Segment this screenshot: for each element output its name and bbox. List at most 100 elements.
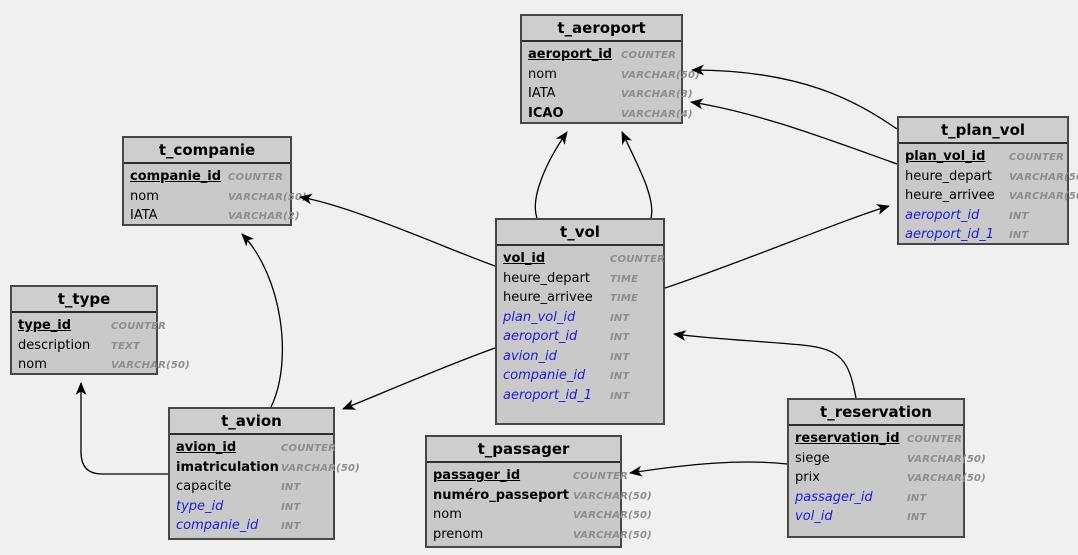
field-type: INT bbox=[907, 512, 927, 523]
relationship-t_vol-to-t_avion[interactable] bbox=[341, 347, 496, 410]
table-title-t_vol[interactable]: t_vol bbox=[497, 220, 663, 246]
field-list: plan_vol_idCOUNTERheure_departVARCHAR(50… bbox=[899, 144, 1078, 247]
field-row-vol_id[interactable]: vol_id COUNTER bbox=[503, 251, 666, 271]
field-name: vol_id bbox=[503, 251, 546, 266]
field-name: heure_depart bbox=[905, 168, 992, 184]
field-name: heure_depart bbox=[503, 270, 590, 286]
field-type: VARCHAR(50) bbox=[907, 473, 986, 484]
field-name: description bbox=[18, 337, 91, 353]
field-name: aeroport_id bbox=[528, 47, 613, 62]
field-name: companie_id bbox=[176, 518, 259, 533]
relationship-t_reservation-to-t_vol[interactable] bbox=[672, 330, 857, 399]
relationship-t_plan_vol-to-t_aeroport[interactable] bbox=[690, 64, 898, 130]
field-name: companie_id bbox=[503, 368, 586, 383]
field-name: heure_arrivee bbox=[503, 290, 593, 305]
relationship-t_reservation-to-t_passager[interactable] bbox=[628, 461, 788, 477]
field-name: imatriculation bbox=[176, 459, 279, 475]
table-title-t_passager[interactable]: t_passager bbox=[427, 437, 620, 463]
table-title-t_avion[interactable]: t_avion bbox=[170, 409, 333, 435]
field-type: COUNTER bbox=[610, 254, 666, 265]
field-type: INT bbox=[610, 332, 630, 343]
field-name: aeroport_id bbox=[503, 329, 578, 344]
field-type: INT bbox=[907, 492, 927, 504]
field-type: COUNTER bbox=[907, 434, 963, 445]
field-type: VARCHAR(50) bbox=[621, 69, 700, 81]
table-title-t_type[interactable]: t_type bbox=[12, 287, 156, 313]
table-title-t_plan_vol[interactable]: t_plan_vol bbox=[899, 118, 1067, 144]
relationship-t_avion-to-t_type[interactable] bbox=[75, 381, 168, 475]
table-title-t_reservation[interactable]: t_reservation bbox=[789, 400, 963, 426]
field-type: INT bbox=[610, 312, 630, 324]
field-name: type_id bbox=[176, 498, 224, 514]
field-row-aeroport_id[interactable]: aeroport_id INT bbox=[503, 329, 663, 349]
relationship-t_vol-to-t_plan_vol[interactable] bbox=[664, 204, 891, 289]
table-title-t_companie[interactable]: t_companie bbox=[124, 138, 290, 164]
field-row-nom[interactable]: nom VARCHAR(50) bbox=[528, 66, 700, 87]
field-name: type_id bbox=[18, 318, 72, 333]
relationship-t_avion-to-t_companie[interactable] bbox=[241, 233, 284, 408]
field-type: VARCHAR(50) bbox=[907, 453, 986, 465]
relationship-t_plan_vol-to-t_aeroport[interactable] bbox=[689, 98, 898, 165]
field-type: VARCHAR(50) bbox=[573, 529, 652, 541]
relationship-t_vol-to-t_companie[interactable] bbox=[298, 193, 496, 267]
table-title-t_aeroport[interactable]: t_aeroport bbox=[522, 16, 681, 42]
field-type: VARCHAR(50) bbox=[111, 360, 190, 371]
field-name: IATA bbox=[528, 86, 556, 101]
field-type: COUNTER bbox=[1009, 152, 1065, 163]
relationship-t_vol-to-t_aeroport[interactable] bbox=[534, 131, 568, 219]
field-name: nom bbox=[528, 66, 557, 82]
field-type: INT bbox=[1009, 230, 1029, 241]
field-type: COUNTER bbox=[573, 471, 629, 482]
field-name: IATA bbox=[130, 208, 158, 223]
relationship-t_vol-to-t_aeroport[interactable] bbox=[621, 131, 653, 219]
